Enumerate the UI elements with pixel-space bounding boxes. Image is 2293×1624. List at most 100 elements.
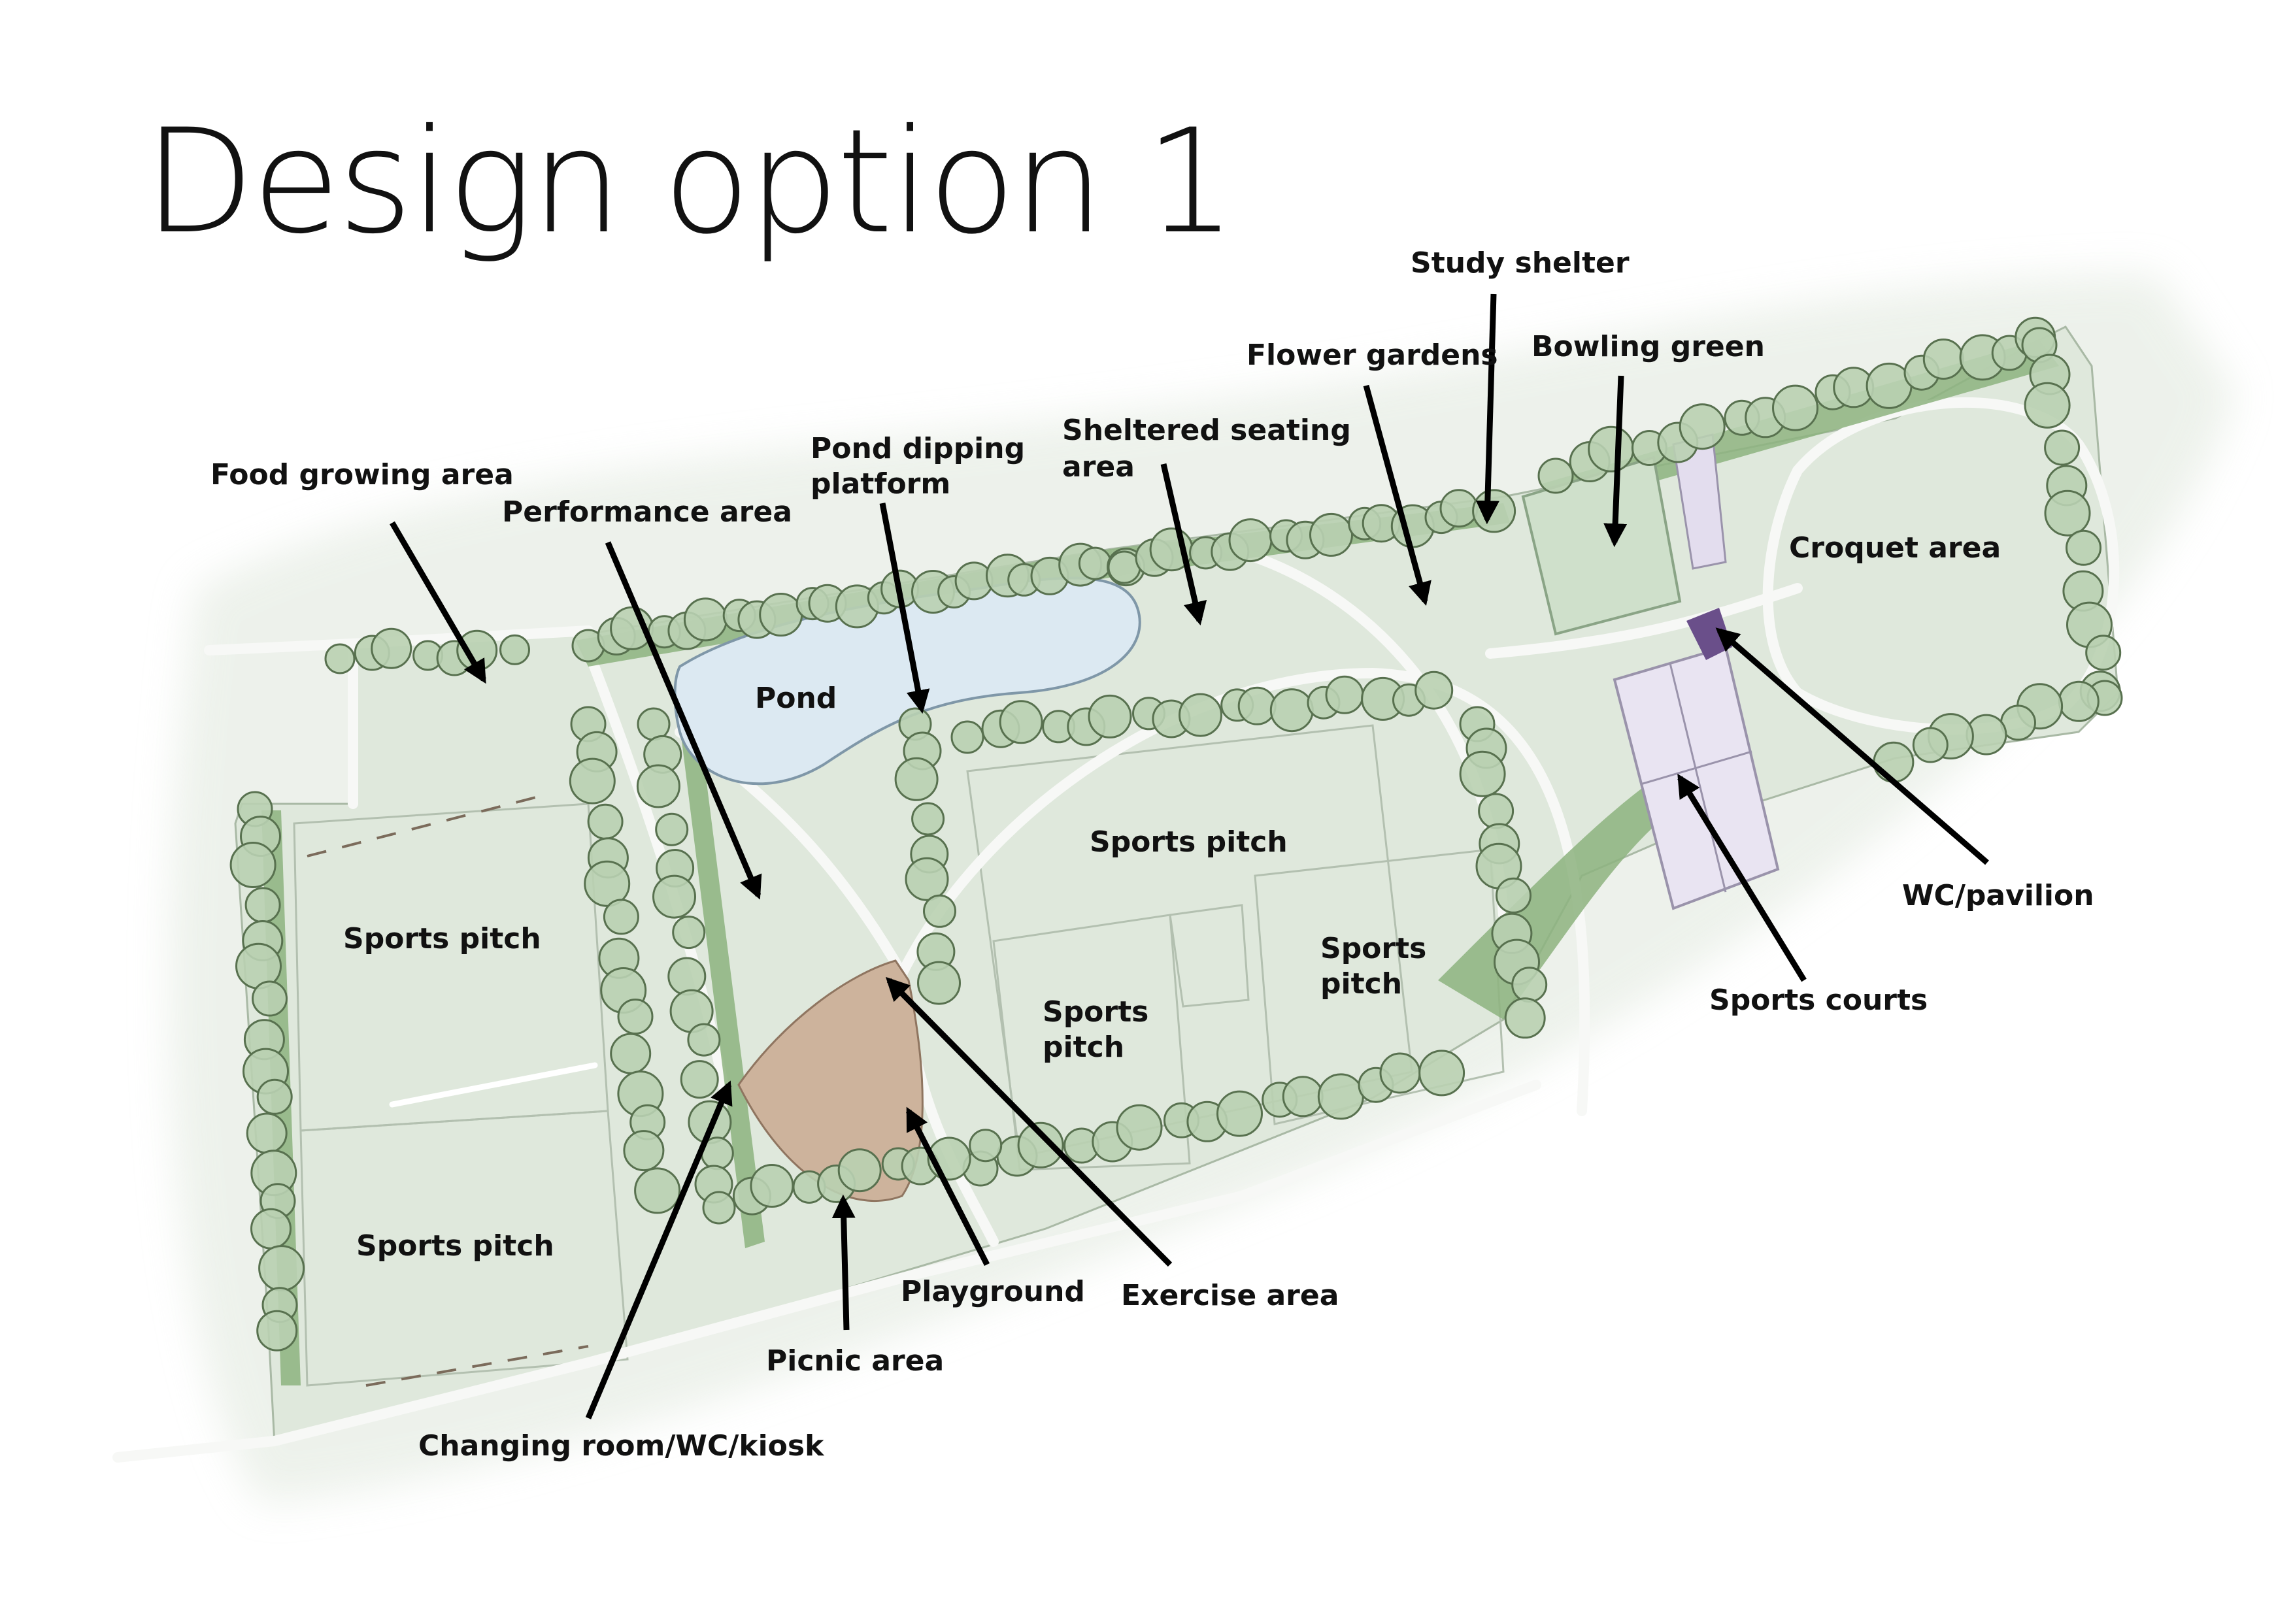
tree-canopy [1379, 1052, 1421, 1094]
tree-canopy [680, 1060, 719, 1099]
label-food-growing: Food growing area [210, 458, 514, 491]
label-flower: Flower gardens [1247, 339, 1498, 372]
arrow-wc-pavilion [1715, 627, 1989, 865]
tree-canopy [2044, 489, 2091, 537]
tree-canopy [1237, 686, 1277, 725]
label-sports-pitch-top: Sports pitch [1090, 825, 1288, 859]
tree-canopy [2085, 635, 2122, 671]
arrow-changing [585, 1080, 733, 1419]
arrow-exercise [885, 976, 1173, 1267]
arrow-food-growing [390, 521, 486, 684]
arrow-flower [1363, 384, 1431, 606]
pitch-dash-top [307, 796, 537, 857]
tree-canopy [634, 1167, 681, 1214]
tree-canopy [672, 916, 706, 950]
arrow-bowling [1603, 375, 1628, 548]
tree-canopy [252, 980, 288, 1017]
tree-canopy [1179, 693, 1222, 737]
tree-canopy [969, 1129, 1003, 1163]
arrow-pond-dipping [879, 503, 930, 714]
tree-canopy [1269, 688, 1314, 733]
label-exercise: Exercise area [1121, 1279, 1339, 1312]
tree-canopy [950, 720, 984, 754]
pitch-marking [389, 1062, 598, 1108]
tree-canopy [1588, 425, 1635, 472]
tree-canopy [911, 802, 945, 836]
tree-canopy [1228, 518, 1273, 563]
tree-canopy [569, 757, 616, 804]
arrow-sports-courts [1677, 773, 1807, 982]
tree-canopy [1017, 1121, 1064, 1168]
tree-canopy [229, 842, 276, 888]
label-sheltered-2: area [1062, 450, 1135, 484]
tree-canopy [244, 887, 281, 923]
label-sheltered: Sheltered seating [1062, 414, 1351, 447]
tree-canopy [1282, 1076, 1324, 1118]
label-study: Study shelter [1411, 246, 1630, 280]
label-sports-pitch-left-lower: Sports pitch [356, 1229, 554, 1263]
tree-canopy [702, 1191, 736, 1225]
tree-canopy [623, 1130, 665, 1172]
label-croquet: Croquet area [1789, 531, 2001, 565]
label-sports-pitch-right-b: pitch [1320, 967, 1403, 1001]
tree-canopy [1496, 877, 1531, 914]
tree-canopy [250, 1208, 292, 1250]
label-pond: Pond [755, 682, 837, 715]
arrow-performance [605, 541, 762, 900]
tree-canopy [1459, 750, 1506, 797]
arrow-study [1475, 293, 1499, 525]
tree-canopy [2024, 382, 2071, 429]
tree-canopy [1922, 339, 1964, 380]
tree-canopy [603, 899, 639, 935]
tree-canopy [371, 627, 412, 669]
tree-canopy [1679, 403, 1726, 450]
tree-canopy [999, 700, 1043, 744]
tree-canopy [1078, 546, 1112, 580]
tree-canopy [256, 1310, 298, 1351]
label-playground: Playground [901, 1275, 1085, 1308]
label-sports-pitch-mid-a: Sports [1043, 995, 1149, 1029]
tree-canopy [1912, 727, 1949, 763]
tree-canopy [246, 1112, 288, 1154]
arrow-sheltered [1160, 463, 1207, 626]
tree-canopy [1414, 671, 1454, 710]
tree-canopy [687, 1023, 721, 1057]
tree-canopy [258, 1245, 305, 1292]
tree-canopy [1317, 1073, 1364, 1120]
tree-canopy [1537, 457, 1574, 494]
callout-arrows [390, 293, 1989, 1419]
pitch-dash-bottom [365, 1345, 589, 1387]
tree-canopy [1472, 489, 1516, 533]
tree-canopy [1504, 997, 1546, 1039]
tree-canopy [587, 803, 624, 840]
arrow-picnic [831, 1194, 856, 1331]
tree-canopy [1511, 967, 1548, 1003]
label-sports-courts: Sports courts [1709, 984, 1928, 1017]
tree-canopy [1418, 1050, 1465, 1097]
tree-canopy [1478, 793, 1515, 829]
tree-canopy [610, 1033, 652, 1074]
tree-canopy [2044, 429, 2081, 466]
label-sports-pitch-left-upper: Sports pitch [343, 922, 541, 955]
tree-canopy [1088, 694, 1132, 738]
tree-canopy [1873, 741, 1915, 783]
tree-canopy [905, 857, 949, 901]
tree-canopy [894, 757, 939, 801]
label-changing: Changing room/WC/kiosk [418, 1429, 824, 1463]
tree-canopy [759, 593, 803, 637]
tree-canopy [923, 894, 956, 928]
label-sports-pitch-mid-b: pitch [1043, 1031, 1125, 1064]
tree-canopy [617, 999, 654, 1035]
tree-canopy [2058, 680, 2100, 722]
tree-canopy [636, 764, 680, 808]
tree-canopy [256, 1078, 293, 1115]
tree-canopy [667, 957, 707, 996]
label-performance: Performance area [502, 495, 792, 529]
tree-layer [229, 316, 2123, 1351]
tree-canopy [917, 961, 961, 1005]
tree-canopy [652, 874, 696, 919]
tree-canopy [750, 1164, 794, 1208]
tree-canopy [655, 812, 689, 846]
